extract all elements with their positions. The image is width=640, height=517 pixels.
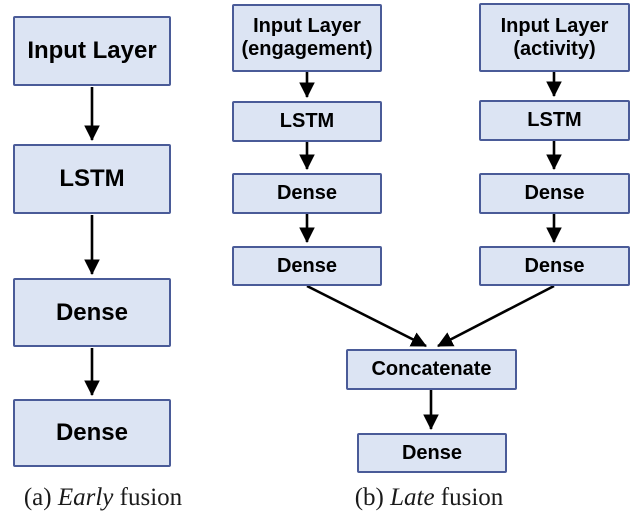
activity-input-line1: Input Layer	[500, 14, 609, 37]
early-lstm-label: LSTM	[59, 165, 125, 193]
engagement-dense2-box: Dense	[232, 246, 382, 286]
engagement-lstm-box: LSTM	[232, 101, 382, 142]
activity-dense1-label: Dense	[524, 182, 585, 204]
final-dense-label: Dense	[401, 441, 463, 464]
early-dense1-label: Dense	[55, 298, 129, 326]
activity-input-line2: (activity)	[513, 37, 596, 60]
activity-dense2-box: Dense	[479, 246, 630, 286]
early-dense2-label: Dense	[55, 419, 129, 447]
engagement-lstm-label: LSTM	[279, 110, 335, 132]
engagement-dense1-box: Dense	[232, 173, 382, 214]
caption-a-prefix: (a)	[23, 484, 52, 511]
engagement-input-layer-box: Input Layer (engagement)	[232, 4, 382, 72]
caption-early-fusion: (a) Early fusion	[8, 484, 198, 512]
activity-dense2-label: Dense	[524, 254, 585, 277]
activity-dense1-box: Dense	[479, 173, 630, 214]
caption-b-rest: fusion	[440, 484, 504, 511]
concatenate-box: Concatenate	[346, 349, 517, 390]
early-input-layer-label: Input Layer	[27, 37, 157, 65]
arrow-activity-to-concatenate	[437, 284, 555, 348]
activity-lstm-label: LSTM	[527, 109, 582, 131]
engagement-dense1-label: Dense	[276, 182, 338, 204]
caption-b-italic: Late	[390, 484, 435, 511]
engagement-input-line1: Input Layer	[253, 15, 361, 37]
engagement-input-line2: (engagement)	[241, 38, 373, 60]
early-dense2-box: Dense	[13, 399, 171, 467]
early-input-layer-box: Input Layer	[13, 16, 171, 86]
caption-late-fusion: (b) Late fusion	[334, 484, 524, 512]
early-dense1-box: Dense	[13, 278, 171, 347]
activity-input-layer-box: Input Layer (activity)	[479, 3, 630, 72]
arrow-engagement-to-concatenate	[306, 284, 427, 348]
caption-b-prefix: (b)	[354, 484, 384, 511]
final-dense-box: Dense	[357, 433, 507, 473]
caption-a-rest: fusion	[119, 484, 183, 511]
early-lstm-box: LSTM	[13, 144, 171, 214]
caption-a-italic: Early	[57, 484, 114, 511]
concatenate-label: Concatenate	[371, 358, 492, 380]
engagement-dense2-label: Dense	[276, 254, 338, 277]
activity-lstm-box: LSTM	[479, 100, 630, 141]
